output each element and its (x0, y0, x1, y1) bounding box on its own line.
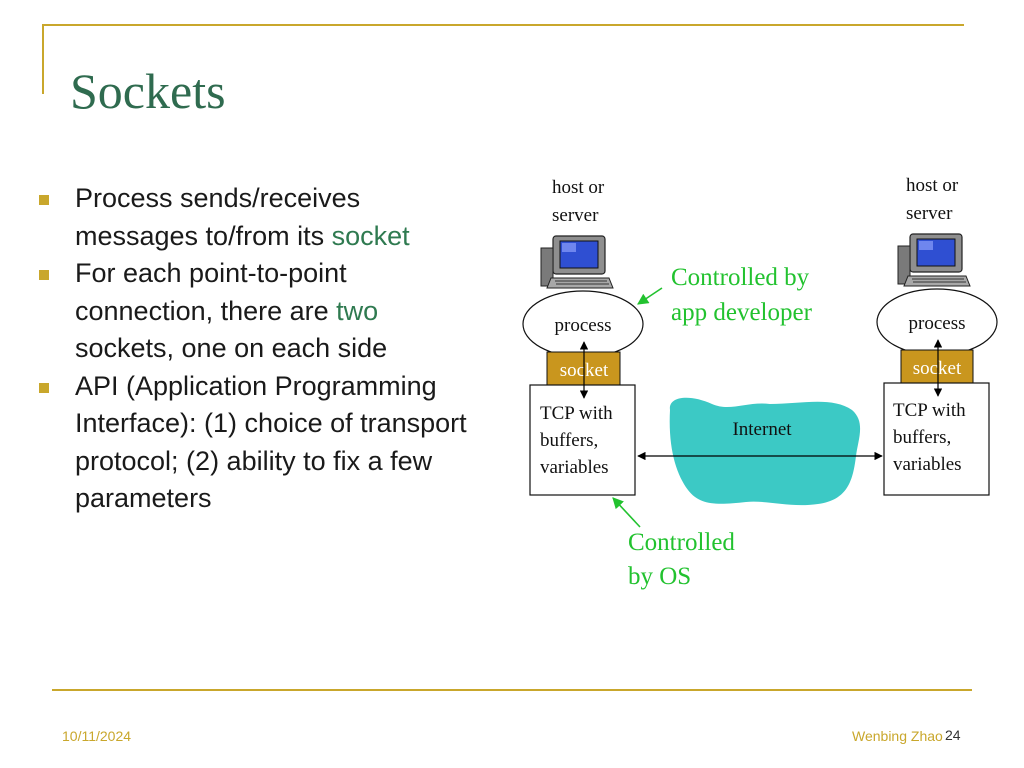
right-process-label: process (909, 313, 966, 334)
right-host-label-line2: server (906, 203, 953, 224)
bullet-highlight: two (336, 295, 379, 326)
frame-left-rule (42, 24, 44, 94)
left-tcp-line1: TCP with (540, 403, 613, 424)
left-tcp-line2: buffers, (540, 430, 598, 451)
bullet-highlight: socket (331, 220, 410, 251)
right-host: host or server process socket TCP with b… (876, 175, 998, 496)
computer-icon (540, 235, 614, 289)
bullet-item: Process sends/receives messages to/from … (34, 180, 484, 255)
os-note-arrow (612, 497, 641, 528)
left-host-label-line1: host or (552, 177, 605, 198)
left-host: host or server process socket TCP with b… (522, 177, 644, 496)
internet-label: Internet (732, 419, 792, 440)
bullet-square-icon (39, 270, 49, 280)
right-tcp-line2: buffers, (893, 427, 951, 448)
frame-top-rule (42, 24, 964, 26)
right-host-label-line1: host or (906, 175, 959, 196)
bullet-text: API (Application Programming Interface):… (75, 370, 467, 514)
footer-author: Wenbing Zhao (852, 728, 943, 744)
app-dev-note-line2: app developer (671, 299, 813, 326)
bullet-text: Process sends/receives messages to/from … (75, 183, 361, 251)
frame-bottom-rule (52, 689, 972, 691)
app-dev-note-line1: Controlled by (671, 264, 810, 291)
right-tcp-line3: variables (893, 454, 962, 475)
footer-page-number: 24 (945, 727, 961, 743)
bullet-square-icon (39, 195, 49, 205)
bullet-square-icon (39, 382, 49, 393)
footer-date: 10/11/2024 (62, 728, 132, 744)
bullet-item: API (Application Programming Interface):… (34, 368, 484, 518)
computer-icon (897, 233, 971, 287)
right-socket-label: socket (913, 358, 962, 379)
os-note-line2: by OS (628, 563, 691, 590)
left-tcp-line3: variables (540, 457, 609, 478)
app-dev-note-arrow (637, 287, 663, 305)
internet-cloud (669, 397, 861, 506)
left-process-label: process (555, 315, 612, 336)
right-tcp-line1: TCP with (893, 400, 966, 421)
bullet-item: For each point-to-point connection, ther… (34, 255, 484, 368)
left-host-label-line2: server (552, 205, 599, 226)
slide-title: Sockets (70, 63, 226, 119)
bullet-text: For each point-to-point connection, ther… (75, 258, 347, 326)
bullet-text-tail: sockets, one on each side (75, 333, 388, 363)
os-note-line1: Controlled (628, 529, 735, 556)
bullet-list: Process sends/receives messages to/from … (34, 180, 484, 518)
